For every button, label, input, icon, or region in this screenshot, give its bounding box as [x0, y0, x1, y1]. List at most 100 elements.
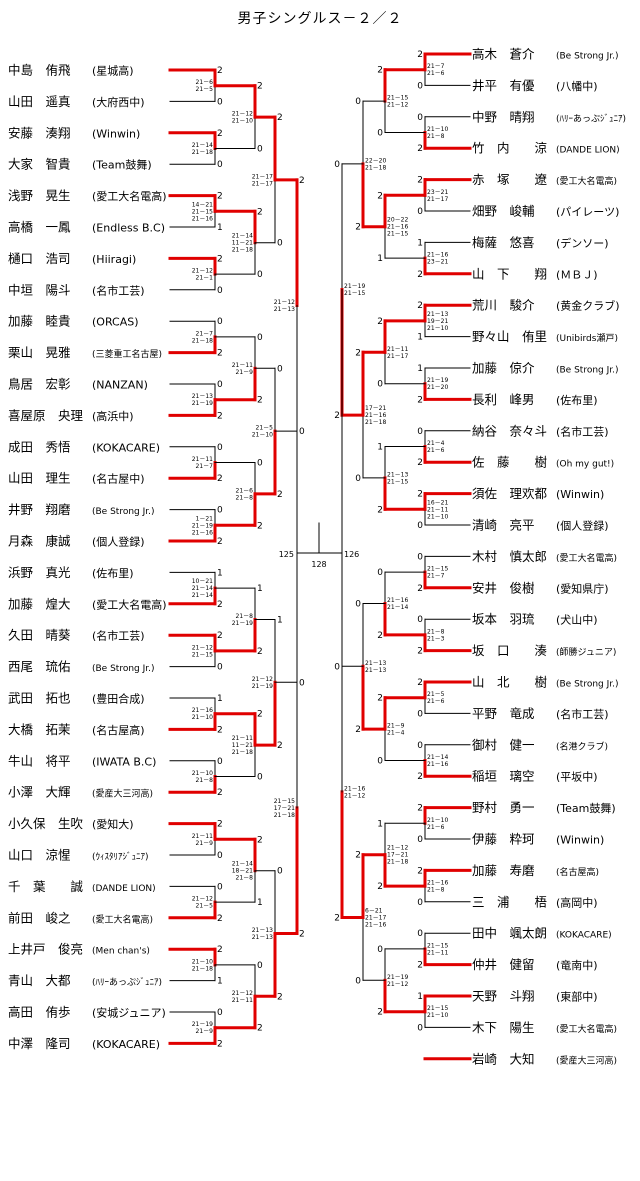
match-result: 2 [417, 395, 423, 405]
match-result: 0 [217, 286, 223, 296]
match-result: 0 [417, 207, 423, 217]
player-name: 山田 理生 [8, 471, 71, 486]
match-result: 2 [377, 631, 383, 641]
match-result: 2 [217, 254, 223, 264]
player-name: 野村 勇一 [472, 800, 535, 815]
match-result: 0 [377, 129, 383, 139]
game-score: 21－17 [427, 196, 448, 203]
game-score: 21－6 [427, 698, 445, 705]
match-result: 0 [217, 443, 223, 453]
match-result: 0 [417, 898, 423, 908]
player-name: 安藤 湊翔 [8, 125, 71, 140]
match-result: 0 [257, 270, 263, 280]
player-name: 木下 陽生 [472, 1020, 535, 1035]
match-result: 0 [217, 97, 223, 107]
match-result: 0 [334, 160, 340, 170]
match-result: 0 [217, 317, 223, 327]
player-affiliation: (黄金クラブ) [556, 299, 620, 313]
game-score: 21－18 [232, 749, 253, 756]
player-affiliation: (ＭＢＪ) [556, 268, 598, 281]
match-result: 2 [217, 914, 223, 924]
match-result: 0 [417, 81, 423, 91]
game-score: 21－18 [387, 859, 408, 866]
player-name: 浜野 真光 [8, 565, 71, 580]
player-name: 前田 峻之 [8, 910, 71, 925]
match-result: 2 [257, 647, 263, 657]
match-result: 0 [217, 160, 223, 170]
game-score: 21－10 [427, 1012, 448, 1019]
player-name: 栗山 晃雅 [8, 345, 71, 360]
match-result: 2 [217, 66, 223, 76]
game-score: 21－12 [192, 644, 213, 651]
player-affiliation: (Winwin) [92, 127, 140, 140]
game-score: 21－12 [387, 845, 408, 852]
game-score: 10－21 [192, 578, 213, 585]
match-result: 2 [417, 490, 423, 500]
match-result: 0 [417, 1023, 423, 1033]
game-score: 21－11 [232, 735, 253, 742]
player-affiliation: (ﾊﾘｰあっぷｼﾞｭﾆｱ) [92, 977, 162, 988]
player-affiliation: (Oh my gut!) [556, 460, 614, 470]
match-result: 2 [217, 631, 223, 641]
player-affiliation: (愛産大三河高) [556, 1054, 617, 1066]
player-affiliation: (竜南中) [556, 958, 598, 972]
game-score: 11－21 [232, 742, 253, 749]
player-name: 清崎 亮平 [472, 518, 535, 533]
game-score: 21－17 [252, 173, 273, 180]
game-score: 21－19 [192, 400, 213, 407]
match-result: 2 [217, 600, 223, 610]
match-result: 2 [217, 349, 223, 359]
game-score: 21－8 [236, 494, 254, 501]
match-result: 2 [377, 1008, 383, 1018]
player-affiliation: (星城高) [92, 64, 134, 78]
game-score: 21－5 [196, 903, 214, 910]
match-result: 2 [217, 820, 223, 830]
game-score: 21－12 [387, 102, 408, 109]
game-score: 21－8 [427, 628, 445, 635]
player-affiliation: (三菱重工名古屋) [92, 348, 162, 360]
game-score: 21－15 [274, 798, 295, 805]
player-name: 上井戸 俊亮 [8, 942, 83, 957]
player-name: 加藤 倞介 [472, 361, 535, 376]
match-result: 2 [334, 411, 340, 421]
match-result: 1 [377, 443, 383, 453]
match-result: 1 [417, 364, 423, 374]
match-result: 2 [217, 945, 223, 955]
game-score: 14－21 [192, 201, 213, 208]
game-score: 21－13 [274, 306, 295, 313]
player-affiliation: (佐布里) [556, 393, 598, 407]
game-score: 21－4 [427, 440, 445, 447]
game-score: 21－18 [274, 812, 295, 819]
match-result: 2 [417, 176, 423, 186]
match-number: 126 [344, 550, 359, 559]
player-affiliation: (名古屋高) [556, 866, 599, 878]
match-result: 0 [417, 929, 423, 939]
player-name: 武田 拓也 [8, 691, 71, 706]
player-affiliation: (高岡中) [556, 895, 598, 909]
game-score: 21－11 [232, 362, 253, 369]
game-score: 21－11 [192, 456, 213, 463]
match-result: 0 [417, 741, 423, 751]
match-result: 0 [417, 835, 423, 845]
match-result: 0 [217, 506, 223, 516]
match-result: 2 [217, 129, 223, 139]
player-name: 山 北 樹 [472, 675, 547, 690]
player-affiliation: (師勝ジュニア) [556, 646, 616, 658]
player-affiliation: (Winwin) [556, 834, 604, 847]
game-score: 21－16 [387, 224, 408, 231]
match-result: 2 [355, 725, 361, 735]
match-result: 0 [257, 333, 263, 343]
player-name: 久田 晴葵 [8, 628, 71, 643]
match-result: 0 [355, 600, 361, 610]
game-score: 22－20 [365, 157, 386, 164]
player-affiliation: (愛産大三河高) [92, 788, 153, 800]
player-affiliation: (名古屋中) [92, 472, 145, 486]
player-name: 赤 塚 遼 [472, 172, 548, 187]
match-result: 2 [257, 521, 263, 531]
game-score: 21－15 [427, 942, 448, 949]
match-result: 0 [377, 380, 383, 390]
match-result: 2 [377, 191, 383, 201]
player-affiliation: (個人登録) [92, 535, 145, 549]
player-name: 畑野 峻輔 [472, 204, 535, 219]
game-score: 21－13 [387, 471, 408, 478]
